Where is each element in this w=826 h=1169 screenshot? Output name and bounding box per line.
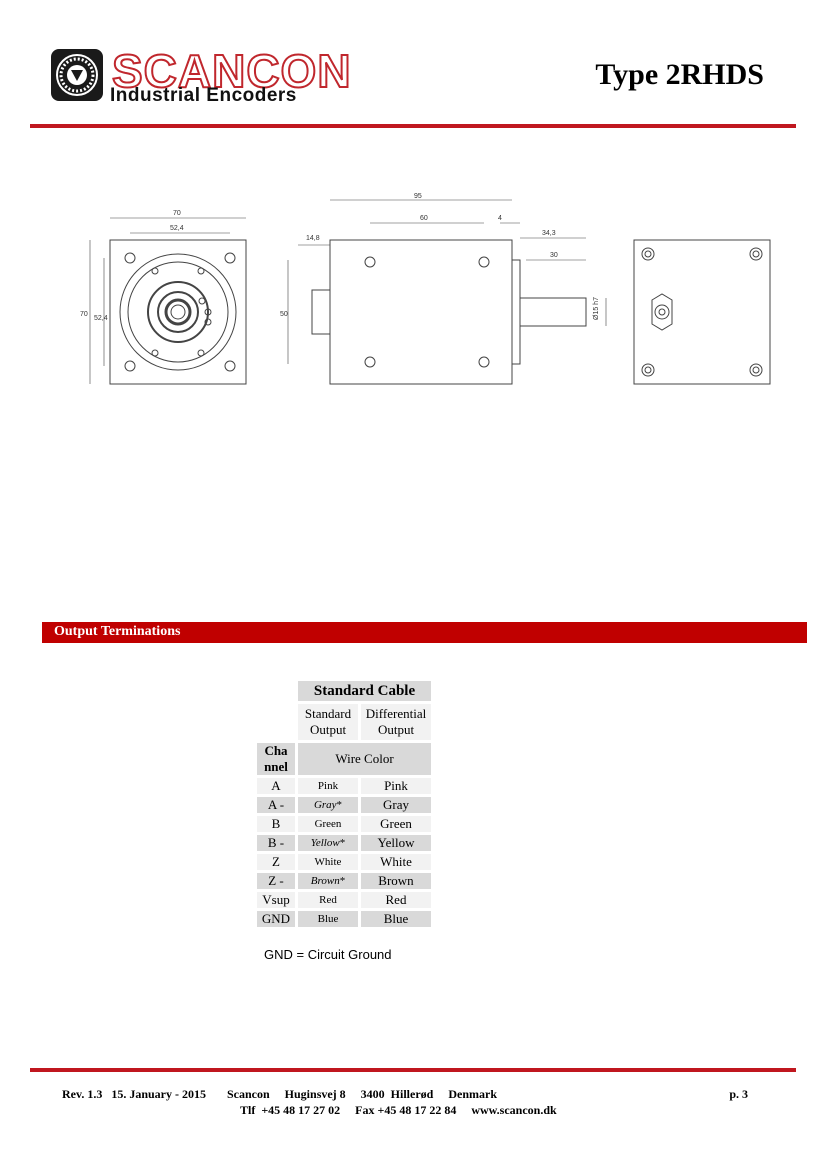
differential-color-cell: Blue	[361, 911, 431, 927]
standard-color-cell: Red	[298, 892, 358, 908]
front-view-drawing	[89, 217, 247, 385]
table-row: Z -Brown*Brown	[257, 873, 431, 889]
standard-color-cell: Pink	[298, 778, 358, 794]
dim-side-hole-spacing: 60	[420, 215, 428, 222]
ground-note: GND = Circuit Ground	[264, 947, 392, 962]
logo-wordmark: SCANCON	[111, 44, 352, 98]
channel-cell: Vsup	[257, 892, 295, 908]
page-number: p. 3	[729, 1087, 748, 1101]
dim-front-hole-width: 52,4	[170, 225, 184, 232]
table-corner	[257, 704, 295, 740]
table-row: A -Gray*Gray	[257, 797, 431, 813]
dim-side-shaft-length: 30	[550, 252, 558, 259]
standard-color-cell: Green	[298, 816, 358, 832]
dim-side-gland: 14,8	[306, 235, 320, 242]
document-title: Type 2RHDS	[595, 58, 764, 91]
table-corner	[257, 681, 295, 701]
dim-side-length: 95	[414, 193, 422, 200]
differential-color-cell: Brown	[361, 873, 431, 889]
standard-color-value: White	[314, 856, 342, 868]
footer-contact: Tlf +45 48 17 27 02 Fax +45 48 17 22 84 …	[240, 1103, 557, 1117]
col-header-standard: Standard Output	[298, 704, 358, 740]
channel-cell: A -	[257, 797, 295, 813]
encoder-disc-icon	[51, 49, 103, 101]
wire-color-header: Wire Color	[298, 743, 431, 775]
differential-color-cell: Green	[361, 816, 431, 832]
side-view-drawing	[287, 199, 607, 385]
rear-view-drawing	[633, 239, 771, 385]
col-header-differential: Differential Output	[361, 704, 431, 740]
table-row: GND Blue Blue	[257, 911, 431, 927]
company-logo: SCANCON Industrial Encoders	[50, 44, 366, 106]
channel-header: Cha nnel	[257, 743, 295, 775]
standard-color-cell: Blue	[298, 911, 358, 927]
channel-cell: Z -	[257, 873, 295, 889]
standard-color-value: Yellow	[310, 837, 340, 849]
standard-color-cell: Yellow*	[298, 835, 358, 851]
dim-front-height: 70	[80, 311, 88, 318]
standard-color-cell: Brown*	[298, 873, 358, 889]
dim-front-hole-height: 52,4	[94, 315, 108, 322]
footer-divider	[30, 1068, 796, 1072]
output-terminations-table: Standard Cable Standard Output Different…	[254, 678, 434, 930]
section-title: Output Terminations	[54, 624, 181, 639]
differential-color-cell: Pink	[361, 778, 431, 794]
standard-color-value: Gray	[313, 799, 337, 811]
differential-color-cell: White	[361, 854, 431, 870]
standard-color-value: Red	[319, 894, 337, 906]
header-divider	[30, 124, 796, 128]
differential-color-cell: Yellow	[361, 835, 431, 851]
asterisk-marker: *	[339, 875, 346, 887]
channel-cell: Z	[257, 854, 295, 870]
standard-color-value: Blue	[317, 913, 339, 925]
asterisk-marker: *	[339, 837, 346, 849]
standard-color-cell: White	[298, 854, 358, 870]
dimension-drawings: 70 52,4 70 52,4 95 60 4 14,8 34,3 30 50 …	[80, 193, 771, 385]
asterisk-marker: *	[336, 799, 343, 811]
dim-side-shaft-diameter: Ø15 h7	[593, 297, 600, 320]
table-row: B -Yellow*Yellow	[257, 835, 431, 851]
table-row: Vsup Red Red	[257, 892, 431, 908]
col-header-standard-label: Standard Output	[304, 706, 352, 737]
dim-front-width: 70	[173, 210, 181, 217]
standard-color-value: Green	[314, 818, 342, 830]
table-row: B Green Green	[257, 816, 431, 832]
standard-color-cell: Gray*	[298, 797, 358, 813]
standard-color-value: Brown	[310, 875, 340, 887]
channel-header-label: Cha nnel	[264, 743, 288, 774]
channel-cell: A	[257, 778, 295, 794]
dim-side-shaft-total: 34,3	[542, 230, 556, 237]
section-header-bar: Output Terminations	[42, 622, 807, 643]
col-header-differential-label: Differential Output	[365, 706, 427, 737]
dim-side-height: 50	[280, 311, 288, 318]
differential-color-cell: Gray	[361, 797, 431, 813]
table-title: Standard Cable	[298, 681, 431, 701]
logo-subtitle: Industrial Encoders	[110, 85, 297, 106]
channel-cell: B -	[257, 835, 295, 851]
channel-cell: B	[257, 816, 295, 832]
channel-cell: GND	[257, 911, 295, 927]
table-row: Z White White	[257, 854, 431, 870]
dim-side-flange: 4	[498, 215, 502, 222]
differential-color-cell: Red	[361, 892, 431, 908]
standard-color-value: Pink	[317, 780, 339, 792]
footer-address: Rev. 1.3 15. January - 2015 Scancon Hugi…	[62, 1087, 498, 1101]
table-row: A Pink Pink	[257, 778, 431, 794]
